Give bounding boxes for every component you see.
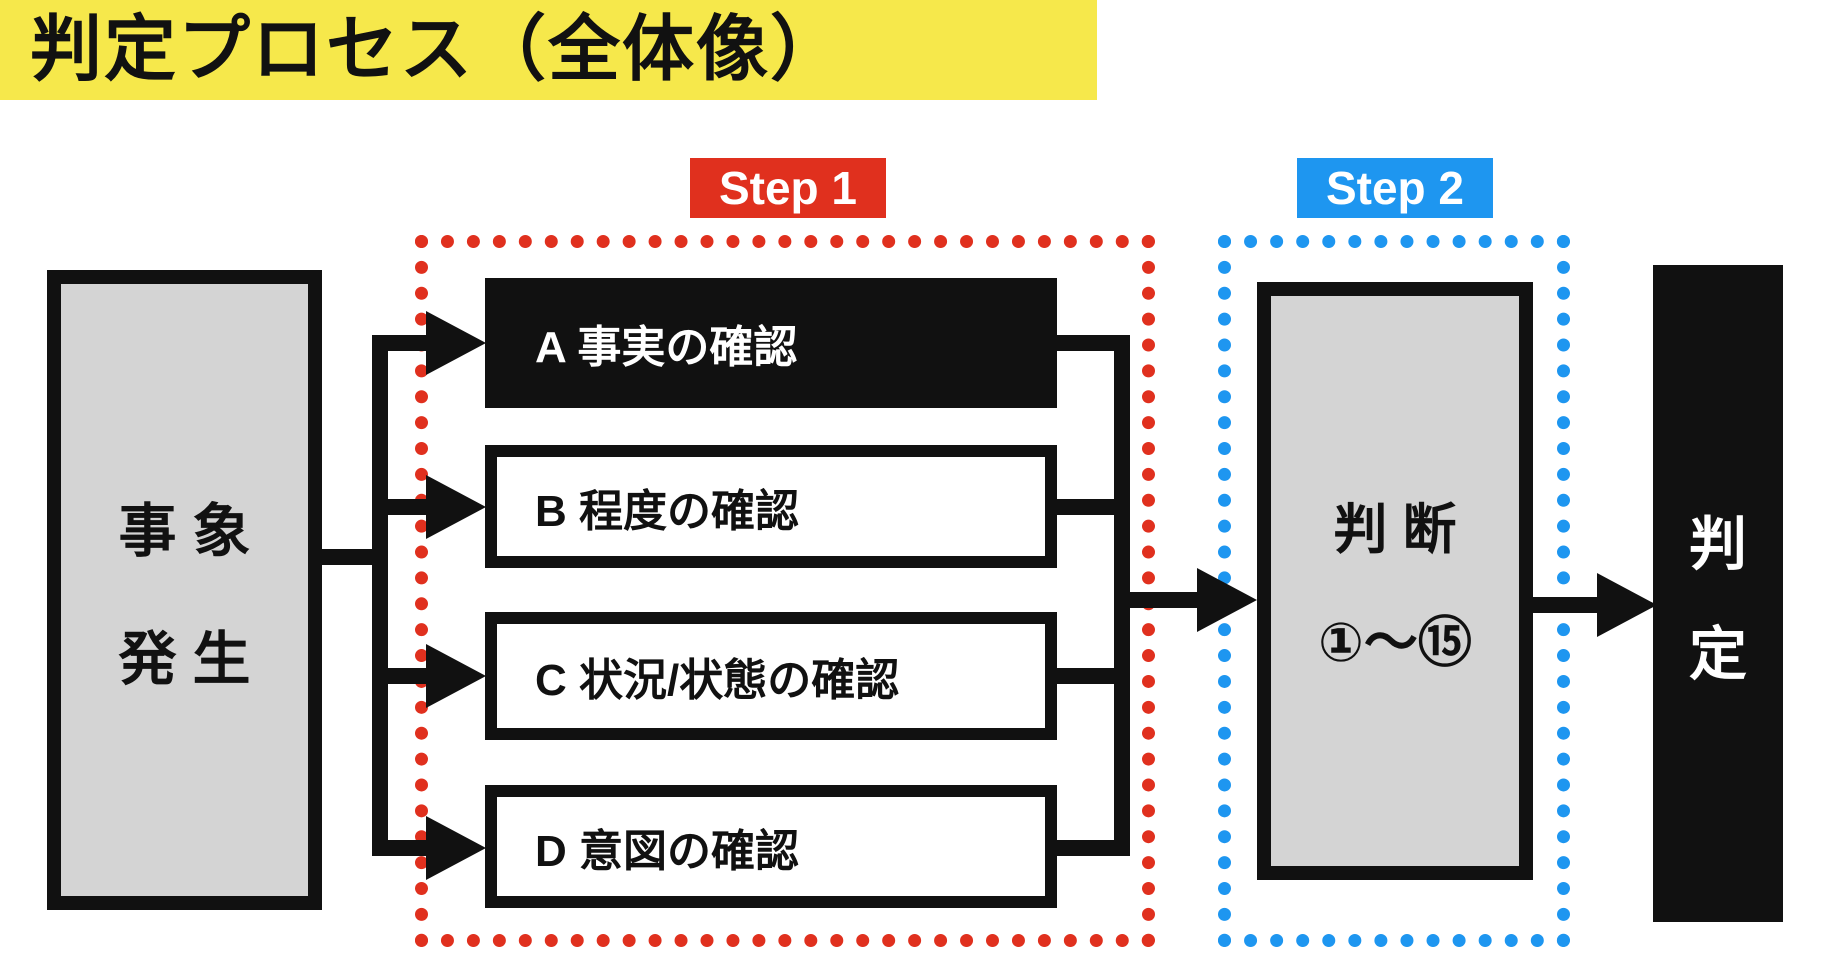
connector-to-judgment [1122, 592, 1198, 608]
arrowhead-to-judgment-icon [1197, 568, 1257, 632]
connector-from-c [1057, 668, 1115, 684]
node-event-line2: 発 生 [118, 627, 251, 692]
connector-to-a [380, 335, 426, 351]
node-event-occurrence: 事 象 発 生 [47, 270, 322, 910]
step2-label: Step 2 [1297, 158, 1493, 218]
node-event-line1: 事 象 [118, 499, 251, 564]
step1-group-frame [415, 235, 1155, 947]
connector-from-b [1057, 499, 1115, 515]
arrowhead-to-verdict-icon [1597, 573, 1657, 637]
connector-to-c [380, 668, 426, 684]
node-check-a-facts: A 事実の確認 [485, 278, 1057, 408]
node-check-c-situation: C 状況/状態の確認 [485, 612, 1057, 740]
node-verdict: 判 定 [1653, 265, 1783, 922]
arrowhead-to-b-icon [426, 475, 486, 539]
arrowhead-to-c-icon [426, 644, 486, 708]
node-check-d-intent: D 意図の確認 [485, 785, 1057, 908]
step1-label: Step 1 [690, 158, 886, 218]
node-verdict-line1: 判 [1688, 511, 1747, 577]
page-title: 判定プロセス（全体像） [0, 0, 1097, 100]
node-check-b-degree: B 程度の確認 [485, 445, 1057, 568]
arrowhead-to-d-icon [426, 816, 486, 880]
node-verdict-line2: 定 [1688, 621, 1747, 687]
connector-to-b [380, 499, 426, 515]
connector-source-stub [322, 549, 380, 565]
connector-to-verdict [1532, 597, 1598, 613]
connector-from-d [1057, 840, 1115, 856]
connector-from-a [1057, 335, 1115, 351]
connector-to-d [380, 840, 426, 856]
connector-left-trunk [372, 335, 388, 856]
node-judgment: 判 断 ①～⑮ [1257, 282, 1533, 880]
node-judgment-line2: ①～⑮ [1318, 613, 1472, 673]
node-judgment-line1: 判 断 [1333, 500, 1457, 560]
arrowhead-to-a-icon [426, 311, 486, 375]
